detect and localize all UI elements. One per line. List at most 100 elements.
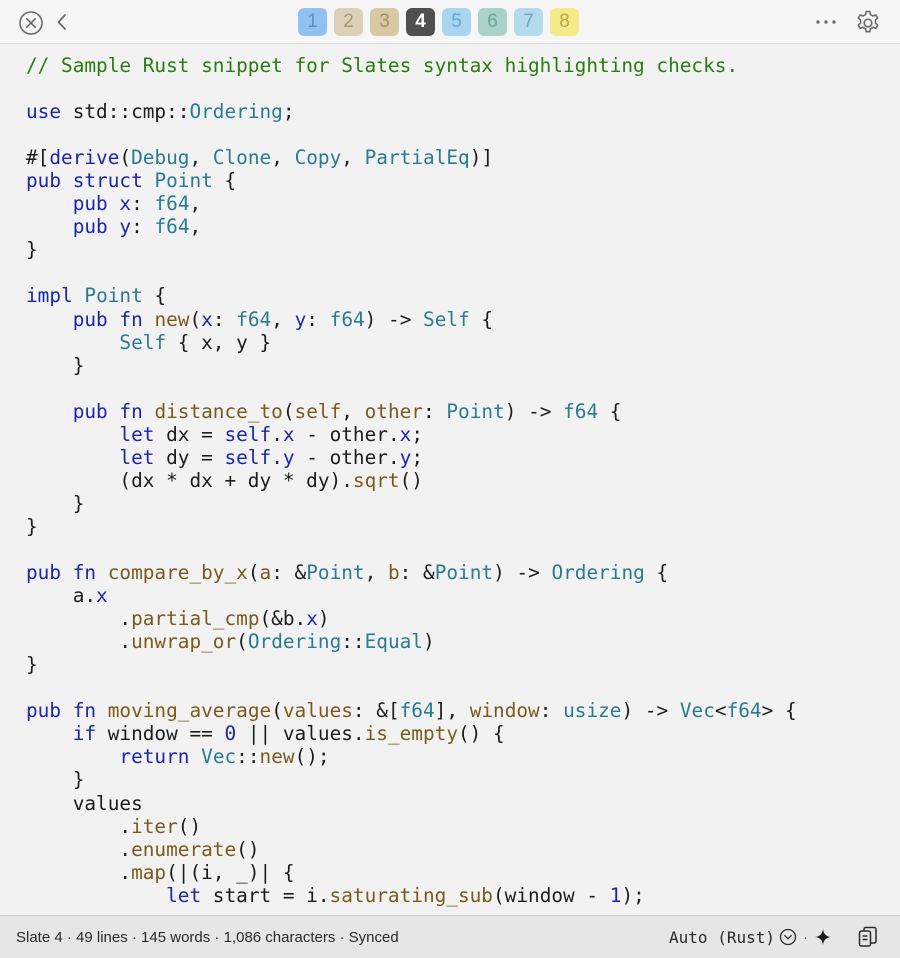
code-token: : [131, 215, 155, 239]
code-line: values [26, 792, 797, 815]
code-token: ( [236, 630, 248, 654]
code-token: window == [96, 722, 225, 746]
code-token: { x, y } [166, 330, 272, 354]
more-button[interactable] [812, 11, 840, 33]
code-token: { [598, 399, 622, 423]
code-token: let [166, 883, 202, 907]
tab-slate-2[interactable]: 2 [334, 8, 363, 36]
code-token: f64 [236, 307, 272, 331]
code-token: } [26, 514, 38, 538]
code-token: Point [446, 399, 505, 423]
code-token: distance_to [154, 399, 283, 423]
tab-slate-3[interactable]: 3 [370, 8, 399, 36]
code-token: a [259, 561, 272, 585]
chevron-down-circle-icon [779, 928, 797, 946]
code-token: std::cmp:: [61, 100, 190, 124]
code-token: } [26, 238, 38, 262]
ai-assist-button[interactable] [814, 928, 832, 946]
code-token: f64 [329, 307, 365, 331]
code-line: } [26, 768, 797, 791]
code-line: // Sample Rust snippet for Slates syntax… [26, 54, 797, 77]
code-token: sqrt [352, 468, 400, 492]
code-line: use std::cmp::Ordering; [26, 100, 797, 123]
back-button[interactable] [52, 11, 72, 33]
language-selector[interactable]: Auto (Rust) [669, 928, 797, 947]
code-token: new [259, 745, 295, 769]
code-line: pub x: f64, [26, 192, 797, 215]
tab-slate-7[interactable]: 7 [514, 8, 543, 36]
code-token: ) -> [493, 561, 552, 585]
code-token: values [26, 791, 143, 815]
code-token: if [72, 722, 97, 746]
code-token: . [271, 445, 283, 469]
code-token: unwrap_or [131, 630, 237, 654]
tab-slate-5[interactable]: 5 [442, 8, 471, 36]
code-token [26, 884, 166, 907]
code-token: dy = [154, 445, 225, 469]
code-token: :: [236, 745, 260, 769]
code-token: , [189, 192, 202, 216]
code-token [26, 745, 119, 768]
tab-slate-1[interactable]: 1 [298, 8, 327, 36]
code-token: Vec [679, 699, 715, 723]
code-line [26, 261, 797, 284]
code-token: () [236, 837, 260, 861]
code-token: self [224, 445, 272, 469]
code-token: () { [458, 722, 505, 746]
code-token: let [119, 445, 155, 469]
code-token [26, 308, 73, 331]
code-token: : & [399, 561, 435, 585]
code-token: )] [469, 146, 494, 170]
code-line: #[derive(Debug, Clone, Copy, PartialEq)] [26, 146, 797, 169]
code-token: pub struct [26, 169, 143, 193]
code-token: y [119, 215, 132, 239]
code-token: ; [411, 445, 424, 469]
code-token: Clone [212, 146, 272, 170]
code-token: Point [84, 284, 143, 308]
code-token: ; [411, 422, 424, 446]
code-token [26, 446, 119, 469]
code-token: : &[ [352, 699, 400, 723]
code-line: pub fn compare_by_x(a: &Point, b: &Point… [26, 561, 797, 584]
code-token: impl [26, 284, 73, 308]
code-editor[interactable]: // Sample Rust snippet for Slates syntax… [0, 45, 900, 915]
chevron-left-icon [57, 14, 66, 30]
code-token: Ordering [189, 100, 283, 124]
code-token: || values. [236, 722, 365, 746]
code-token [26, 400, 73, 423]
code-token: x [306, 607, 318, 631]
code-token: (window - [493, 883, 610, 907]
copy-button[interactable] [858, 926, 878, 948]
code-token: a. [26, 584, 97, 608]
code-token: } [26, 653, 38, 677]
tab-slate-4[interactable]: 4 [406, 8, 435, 36]
code-line: return Vec::new(); [26, 745, 797, 768]
code-token: , [341, 399, 365, 423]
code-token [26, 722, 73, 745]
code-token: } [26, 491, 85, 515]
code-token: self [224, 422, 272, 446]
code-token: y [294, 307, 307, 331]
code-token: ) [422, 630, 435, 654]
tab-slate-6[interactable]: 6 [478, 8, 507, 36]
code-token: Ordering [247, 630, 342, 654]
code-token: Debug [131, 146, 190, 170]
code-token: #[ [26, 146, 50, 170]
code-token: x [96, 584, 108, 608]
settings-button[interactable] [853, 8, 883, 38]
code-line: let dy = self.y - other.y; [26, 446, 797, 469]
code-line: .map(|(i, _)| { [26, 861, 797, 884]
code-token: > { [761, 699, 797, 723]
code-token: dx = [154, 422, 225, 446]
code-token: , [271, 307, 295, 331]
tab-slate-8[interactable]: 8 [550, 8, 579, 36]
code-token: f64 [154, 215, 190, 239]
code-token: (dx * dx + dy * dy). [26, 468, 353, 492]
close-button[interactable] [18, 10, 44, 36]
code-token: is_empty [364, 722, 458, 746]
code-line: .partial_cmp(&b.x) [26, 607, 797, 630]
code-token: ) [317, 607, 330, 631]
code-text[interactable]: // Sample Rust snippet for Slates syntax… [26, 54, 797, 907]
